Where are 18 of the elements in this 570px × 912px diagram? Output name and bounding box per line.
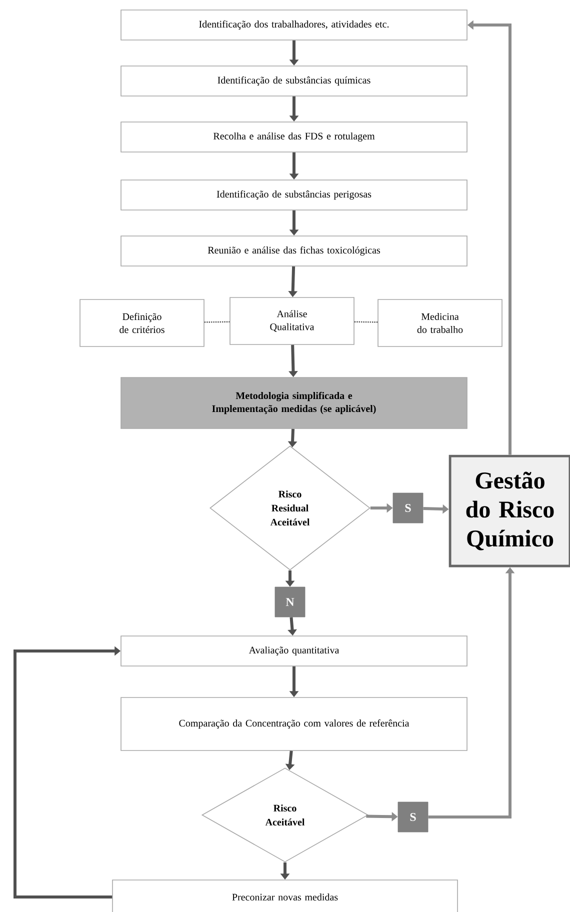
- process-box: Recolha e análise das FDS e rotulagem: [120, 122, 468, 152]
- process-box: Comparação da Concentração com valores de referência: [120, 697, 468, 751]
- process-box: Preconizar novas medidas: [112, 880, 458, 912]
- dotted-connector: [204, 321, 230, 323]
- process-box: Análise Qualitativa: [230, 297, 354, 345]
- process-box: Reunião e análise das fichas toxicológicas: [120, 236, 468, 266]
- process-box: Avaliação quantitativa: [120, 636, 468, 666]
- process-box: Identificação de substâncias químicas: [120, 66, 468, 96]
- answer-square: S: [398, 802, 428, 832]
- dotted-connector: [354, 321, 378, 323]
- answer-square: N: [274, 586, 306, 618]
- outcome-box: Gestão do Risco Químico: [448, 454, 570, 568]
- process-box: Definição de critérios: [80, 299, 204, 347]
- process-box: Medicina do trabalho: [378, 299, 502, 347]
- answer-square: S: [392, 492, 424, 524]
- method-box: Metodologia simplificada e Implementação medidas (se aplicável): [120, 377, 468, 429]
- process-box: Identificação dos trabalhadores, atividades etc.: [120, 10, 468, 40]
- process-box: Identificação de substâncias perigosas: [120, 180, 468, 210]
